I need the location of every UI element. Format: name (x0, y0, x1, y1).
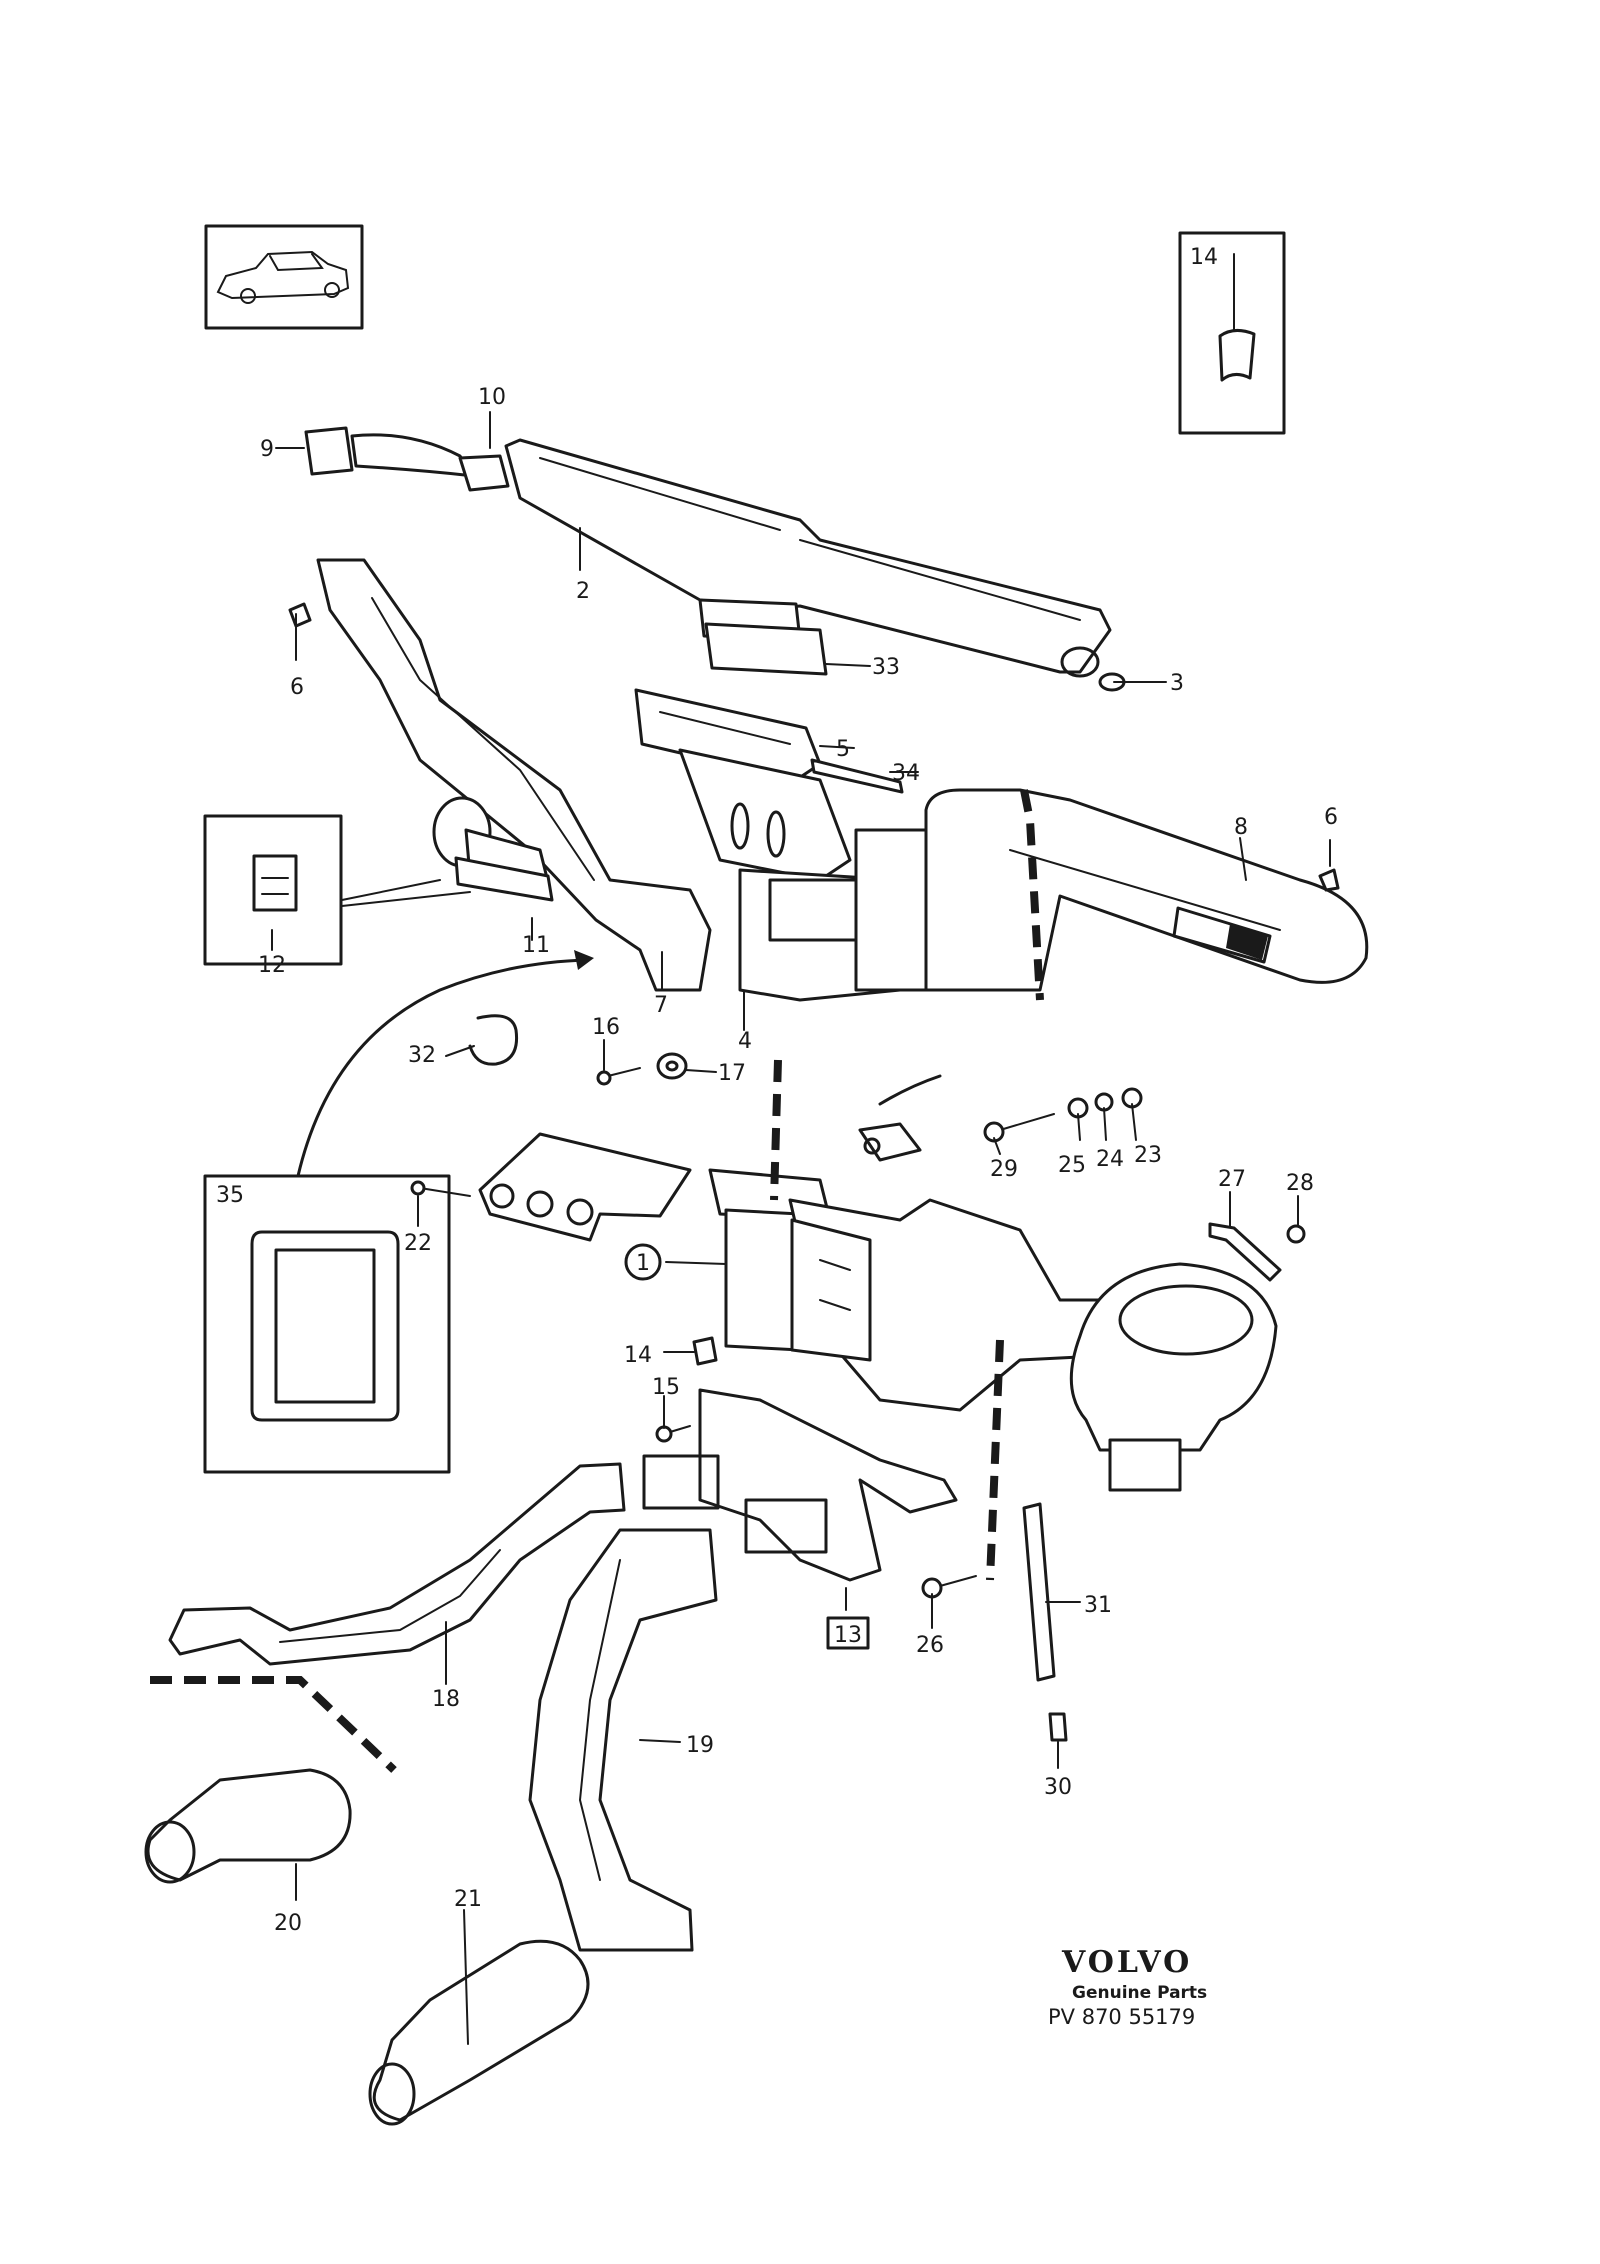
label-14: 14 (624, 1343, 652, 1368)
bracket-31 (1022, 1502, 1056, 1682)
label-28: 28 (1286, 1171, 1314, 1196)
screw-16 (607, 1067, 641, 1077)
center-vent-5 (634, 688, 904, 882)
bracket-27 (1208, 1222, 1282, 1282)
brand-name: VOLVO (1061, 1945, 1192, 1980)
dashed-guide-right (1020, 789, 1044, 1001)
blower-housing (1069, 1262, 1278, 1492)
label-13: 13 (834, 1623, 862, 1648)
side-duct-8 (924, 788, 1369, 992)
gasket-33 (704, 622, 828, 676)
label-15: 15 (652, 1375, 680, 1400)
screw-22 (419, 1187, 471, 1197)
label-34: 34 (892, 761, 920, 786)
floor-distributor-13 (642, 1388, 958, 1582)
dashed-guide-floor (150, 1676, 397, 1773)
label-4: 4 (738, 1029, 752, 1054)
side-duct-7 (316, 558, 712, 992)
clip-6-right (1318, 868, 1340, 892)
label-32: 32 (408, 1043, 436, 1068)
clip-6-left (288, 602, 312, 628)
label-27: 27 (1218, 1167, 1246, 1192)
pointer-arrow (296, 958, 590, 1178)
label-21: 21 (454, 1887, 482, 1912)
screw-30 (1048, 1712, 1068, 1742)
callout-ring-1 (624, 1243, 662, 1281)
screw-26 (939, 1575, 977, 1587)
floor-duct-18 (168, 1462, 626, 1666)
label-1: 1 (636, 1251, 650, 1276)
dashed-guide-left (770, 1059, 782, 1201)
callout-box-13 (826, 1616, 870, 1650)
label-29: 29 (990, 1157, 1018, 1182)
label-22: 22 (404, 1231, 432, 1256)
inset-box-14 (1178, 231, 1286, 435)
label-7: 7 (654, 993, 668, 1018)
part-labels: 1 2 3 4 5 6 6 7 8 9 10 11 12 13 14 14 15… (216, 245, 1338, 1936)
label-18: 18 (432, 1687, 460, 1712)
screw-15 (669, 1425, 691, 1433)
label-30: 30 (1044, 1775, 1072, 1800)
screw-29 (999, 1113, 1055, 1131)
nozzle-21 (372, 1939, 590, 2122)
washer-17 (656, 1052, 688, 1080)
label-9: 9 (260, 437, 274, 462)
label-2: 2 (576, 579, 590, 604)
defroster-duct-assembly (304, 426, 1112, 678)
label-23: 23 (1134, 1143, 1162, 1168)
label-8: 8 (1234, 815, 1248, 840)
label-19: 19 (686, 1733, 714, 1758)
label-11: 11 (522, 933, 550, 958)
clamp-32 (468, 1014, 519, 1066)
part-code: PV 870 55179 (1048, 2005, 1195, 2029)
rear-duct-19 (528, 1528, 718, 1952)
dashed-guide-lower (986, 1339, 1004, 1581)
label-14-inset: 14 (1190, 245, 1218, 270)
leader-lines (271, 253, 1331, 2045)
label-24: 24 (1096, 1147, 1124, 1172)
brand-block: VOLVO Genuine Parts PV 870 55179 (1048, 1945, 1207, 2029)
blower-switch-11 (432, 796, 554, 902)
screw-28 (1286, 1224, 1306, 1244)
label-16: 16 (592, 1015, 620, 1040)
label-26: 26 (916, 1633, 944, 1658)
label-10: 10 (478, 385, 506, 410)
clip-14 (692, 1336, 718, 1366)
brand-subtitle: Genuine Parts (1072, 1983, 1207, 2003)
label-31: 31 (1084, 1593, 1112, 1618)
nozzle-20 (146, 1768, 352, 1882)
control-panel (478, 1132, 692, 1242)
heater-unit-1 (708, 1122, 1222, 1412)
label-3: 3 (1170, 671, 1184, 696)
inset-box-35 (203, 1174, 451, 1474)
label-25: 25 (1058, 1153, 1086, 1178)
label-33: 33 (872, 655, 900, 680)
label-6-right: 6 (1324, 805, 1338, 830)
label-20: 20 (274, 1911, 302, 1936)
inset-box-12 (203, 814, 471, 966)
label-35: 35 (216, 1183, 244, 1208)
label-5: 5 (836, 737, 850, 762)
label-17: 17 (718, 1061, 746, 1086)
label-12: 12 (258, 953, 286, 978)
label-6-left: 6 (290, 675, 304, 700)
vehicle-thumbnail (204, 224, 364, 330)
